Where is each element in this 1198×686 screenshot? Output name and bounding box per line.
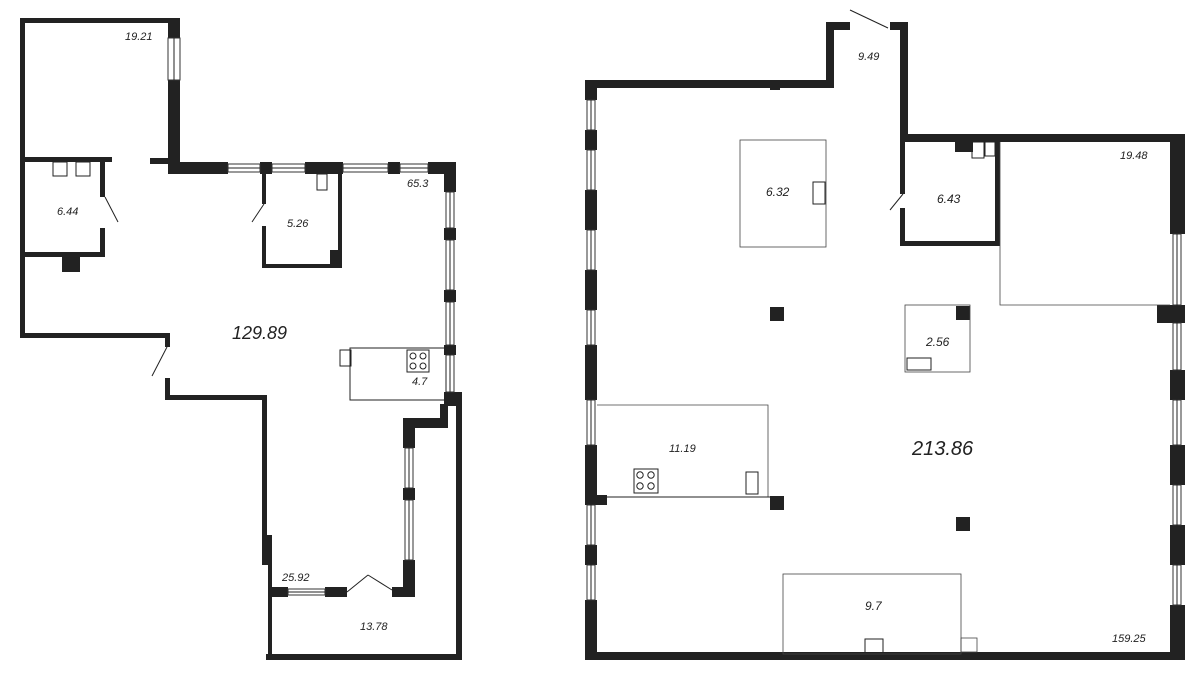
column [770, 307, 784, 321]
sink-icon [75, 161, 91, 177]
area-label-corner: 65.3 [407, 178, 429, 190]
right-fixtures [633, 141, 996, 654]
area-label-main: 213.86 [911, 438, 974, 460]
sink-icon [906, 357, 932, 371]
area-label-main: 129.89 [232, 323, 287, 343]
door-swing-icon [251, 203, 265, 223]
kitchen-counter [349, 347, 447, 401]
area-label-storage: 2.56 [925, 335, 950, 349]
stove-icon [633, 468, 659, 494]
left-windows [167, 37, 455, 596]
area-label-small-left: 6.44 [57, 206, 78, 218]
door-swing-icon [346, 574, 369, 593]
area-label-entrance: 9.49 [858, 51, 879, 63]
right-windows [586, 99, 1182, 606]
area-label-south-wing: 25.92 [281, 572, 310, 584]
door-swing-icon [151, 346, 168, 377]
bath-block-outline [739, 139, 827, 248]
sink-icon [984, 141, 996, 157]
area-label-terrace: 13.78 [360, 621, 388, 633]
sink-icon [316, 173, 328, 191]
area-label-corner: 159.25 [1112, 633, 1147, 645]
sink-icon [745, 471, 759, 495]
left-labels: 19.21 6.44 5.26 65.3 129.89 4.7 25.92 13… [57, 31, 429, 633]
sink-icon [52, 161, 68, 177]
sink-icon [864, 638, 884, 654]
area-label-room-top: 19.21 [125, 31, 153, 43]
left-fixtures [52, 161, 447, 401]
right-doors [849, 9, 904, 211]
area-label-room-right: 19.48 [1120, 150, 1148, 162]
room-right-outline [999, 142, 1170, 306]
right-floor-plan: 9.49 6.32 6.43 19.48 2.56 213.86 11.19 9… [585, 9, 1185, 660]
area-label-kitchen: 4.7 [412, 376, 428, 388]
door-swing-icon [849, 9, 889, 29]
right-room-outlines [597, 139, 1170, 655]
storage-outline [904, 304, 971, 373]
area-label-bath-block: 6.32 [766, 185, 790, 199]
column [956, 306, 970, 320]
column [770, 82, 780, 90]
sink-icon [812, 181, 826, 205]
bottom-room-outline [782, 573, 962, 655]
right-walls [585, 22, 1185, 660]
stove-icon [406, 349, 430, 373]
sink-icon [971, 141, 985, 159]
left-doors [104, 196, 393, 593]
door-swing-icon [104, 196, 119, 223]
area-label-kitchen: 11.19 [669, 443, 696, 455]
area-label-bath: 5.26 [287, 218, 309, 230]
area-label-bottom-room: 9.7 [865, 599, 883, 613]
sink-icon [339, 349, 352, 367]
left-floor-plan: 19.21 6.44 5.26 65.3 129.89 4.7 25.92 13… [20, 18, 462, 660]
right-labels: 9.49 6.32 6.43 19.48 2.56 213.86 11.19 9… [669, 51, 1148, 645]
door-swing-icon [889, 193, 904, 211]
area-label-wc: 6.43 [937, 192, 961, 206]
column [770, 496, 784, 510]
column [956, 517, 970, 531]
left-walls [20, 18, 462, 660]
kitchen-outline [597, 404, 769, 497]
